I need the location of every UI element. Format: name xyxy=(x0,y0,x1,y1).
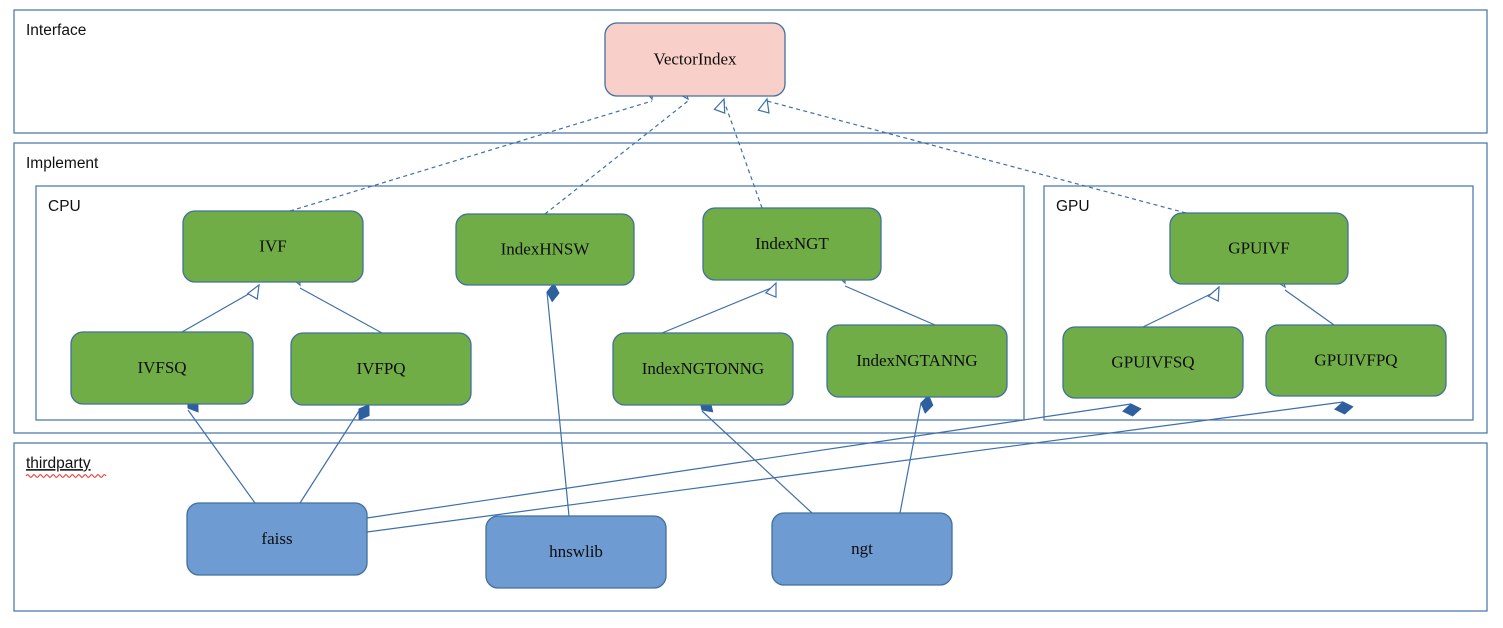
node-label-indexngt: IndexNGT xyxy=(755,234,829,253)
edge-faiss-ivfsq xyxy=(187,409,256,504)
class-node-indexngt[interactable]: IndexNGT xyxy=(702,207,882,281)
node-label-ivf: IVF xyxy=(259,236,286,255)
group-label-interface: Interface xyxy=(26,22,86,39)
node-label-ivfsq: IVFSQ xyxy=(137,358,186,377)
edge-hnswlib-indexhnsw xyxy=(546,291,570,517)
node-label-ngt: ngt xyxy=(851,539,873,558)
node-box-ivfpq[interactable] xyxy=(290,332,472,406)
node-label-faiss: faiss xyxy=(261,529,292,548)
group-label-thirdparty: thirdparty xyxy=(26,455,91,472)
node-box-indexhnsw[interactable] xyxy=(455,213,635,286)
node-box-indexngtonng[interactable] xyxy=(612,332,794,406)
edge-ngt-indexngtanng xyxy=(899,402,922,514)
spellcheck-squiggle-thirdparty xyxy=(25,474,107,478)
node-box-gpuivfsq[interactable] xyxy=(1062,326,1244,399)
class-node-indexhnsw[interactable]: IndexHNSW xyxy=(455,213,635,286)
node-label-gpuivf: GPUIVF xyxy=(1228,238,1289,257)
node-box-faiss[interactable] xyxy=(186,502,368,576)
node-label-indexngtanng: IndexNGTANNG xyxy=(856,351,977,370)
node-box-ivf[interactable] xyxy=(182,210,364,283)
class-node-gpuivf[interactable]: GPUIVF xyxy=(1169,212,1349,285)
class-node-ivfsq[interactable]: IVFSQ xyxy=(70,331,254,405)
node-box-hnswlib[interactable] xyxy=(485,515,667,589)
node-label-indexngtonng: IndexNGTONNG xyxy=(642,359,764,378)
edge-faiss-gpuivfpq xyxy=(366,401,1344,533)
class-node-faiss[interactable]: faiss xyxy=(186,502,368,576)
node-label-indexhnsw: IndexHNSW xyxy=(501,239,591,258)
class-node-vectorindex[interactable]: VectorIndex xyxy=(604,22,786,97)
edge-faiss-gpuivfsq xyxy=(366,403,1132,519)
node-box-indexngtanng[interactable] xyxy=(826,324,1008,398)
edge-ivf-vectorindex xyxy=(289,100,653,212)
edge-gpuivf-vectorindex xyxy=(766,100,1187,214)
edge-ngt-indexngtonng xyxy=(701,410,813,514)
edge-ivfpq-ivf xyxy=(299,287,383,334)
edge-gpuivfpq-gpuivf xyxy=(1284,289,1335,326)
node-box-gpuivf[interactable] xyxy=(1169,212,1349,285)
node-box-ngt[interactable] xyxy=(771,512,953,586)
arrowhead-open-triangle-ivfsq-ivf xyxy=(246,283,260,300)
arrowhead-open-triangle-gpuivfsq-gpuivf xyxy=(1207,285,1220,303)
edge-ivfsq-ivf xyxy=(181,287,260,333)
class-node-gpuivfpq[interactable]: GPUIVFPQ xyxy=(1265,324,1447,397)
node-box-indexngt[interactable] xyxy=(702,207,882,281)
arrowhead-filled-diamond-faiss-ivfpq xyxy=(358,403,370,421)
node-label-ivfpq: IVFPQ xyxy=(356,359,405,378)
class-node-ivf[interactable]: IVF xyxy=(182,210,364,283)
edge-indexngtonng-indexngt xyxy=(661,285,777,334)
edge-indexhnsw-vectorindex xyxy=(544,100,689,215)
node-label-vectorindex: VectorIndex xyxy=(653,49,737,68)
arrowhead-open-triangle-indexngt-vectorindex xyxy=(713,97,726,114)
arrowhead-open-triangle-indexngtonng-indexngt xyxy=(764,281,777,299)
group-label-gpu: GPU xyxy=(1056,198,1090,215)
edge-gpuivfsq-gpuivf xyxy=(1142,289,1220,328)
node-label-hnswlib: hnswlib xyxy=(549,542,603,561)
class-node-ivfpq[interactable]: IVFPQ xyxy=(290,332,472,406)
class-node-hnswlib[interactable]: hnswlib xyxy=(485,515,667,589)
arrowhead-open-triangle-gpuivf-vectorindex xyxy=(757,97,770,114)
arrowhead-filled-diamond-faiss-gpuivfsq xyxy=(1122,403,1142,417)
group-label-cpu: CPU xyxy=(48,198,81,215)
class-node-indexngtanng[interactable]: IndexNGTANNG xyxy=(826,324,1008,398)
edge-indexngtanng-indexngt xyxy=(844,285,936,326)
arrowhead-filled-diamond-hnswlib-indexhnsw xyxy=(546,282,560,303)
group-label-implement: Implement xyxy=(26,155,99,172)
node-label-gpuivfpq: GPUIVFPQ xyxy=(1314,350,1397,369)
edge-faiss-ivfpq xyxy=(299,410,360,504)
node-box-vectorindex[interactable] xyxy=(604,22,786,97)
node-box-gpuivfpq[interactable] xyxy=(1265,324,1447,397)
arrowhead-filled-diamond-ngt-indexngtanng xyxy=(920,394,934,414)
class-node-ngt[interactable]: ngt xyxy=(771,512,953,586)
arrowhead-filled-diamond-faiss-gpuivfpq xyxy=(1334,401,1354,415)
class-node-gpuivfsq[interactable]: GPUIVFSQ xyxy=(1062,326,1244,399)
node-label-gpuivfsq: GPUIVFSQ xyxy=(1111,352,1194,371)
class-node-indexngtonng[interactable]: IndexNGTONNG xyxy=(612,332,794,406)
node-box-ivfsq[interactable] xyxy=(70,331,254,405)
